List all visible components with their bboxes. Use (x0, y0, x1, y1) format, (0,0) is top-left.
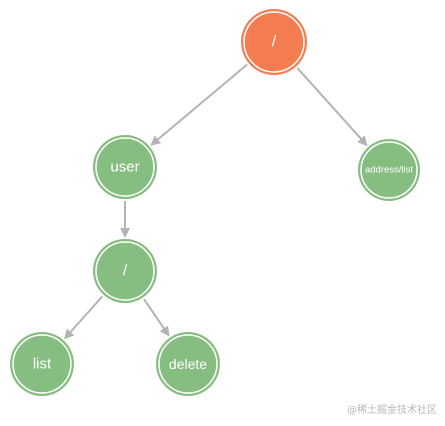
node-label-address: address/list (365, 165, 413, 176)
watermark-text: @稀土掘金技术社区 (347, 405, 437, 416)
node-ring-root (243, 11, 305, 73)
node-label-user-root: / (123, 263, 128, 280)
edge-root-to-address (296, 67, 368, 147)
node-circle-address (358, 139, 420, 201)
node-ring-user (95, 137, 155, 197)
node-label-user: user (110, 159, 139, 176)
node-ring-delete (158, 334, 218, 394)
node-label-delete: delete (169, 356, 207, 372)
node-circle-delete (156, 332, 220, 396)
node-ring-address (360, 141, 418, 199)
node-list: list (10, 332, 74, 396)
edge-user-root-to-delete (143, 298, 170, 337)
node-circle-root (241, 9, 307, 75)
node-user-root: / (93, 239, 157, 303)
node-delete: delete (156, 332, 220, 396)
node-user: user (93, 135, 157, 199)
node-label-root: / (272, 34, 277, 51)
edge-root-to-user (150, 63, 248, 146)
node-address: address/list (358, 139, 420, 201)
node-ring-list (12, 334, 72, 394)
edge-user-root-to-list (63, 295, 104, 340)
node-label-list: list (33, 356, 52, 373)
node-circle-list (10, 332, 74, 396)
node-circle-user (93, 135, 157, 199)
node-ring-user-root (95, 241, 155, 301)
node-circle-user-root (93, 239, 157, 303)
node-root: / (241, 9, 307, 75)
